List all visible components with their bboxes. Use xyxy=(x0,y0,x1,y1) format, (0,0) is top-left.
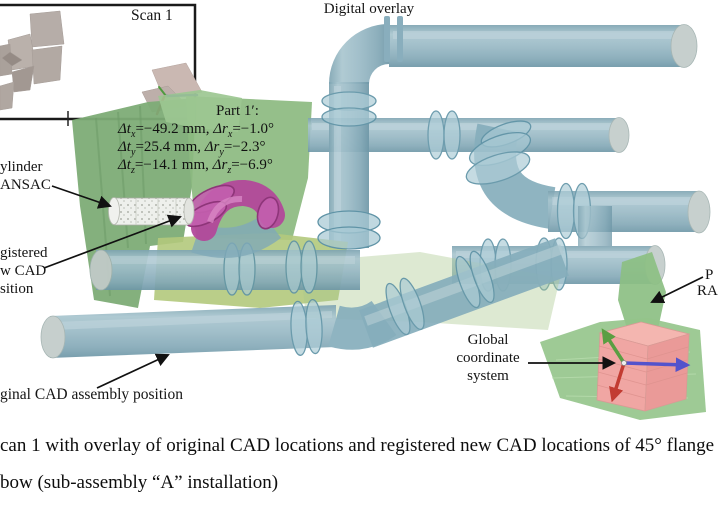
global-coordinate-cube xyxy=(596,321,691,412)
axis-x-arrow xyxy=(622,357,691,373)
registered-cad-label: gistered w CAD sition xyxy=(0,245,48,297)
scan1-inset-box xyxy=(0,3,203,126)
part1-title: Part 1′: xyxy=(216,103,259,119)
pipe-junction-elbow xyxy=(465,120,556,229)
pipe-top xyxy=(329,16,698,84)
caption-line-1: can 1 with overlay of original CAD locat… xyxy=(0,435,715,456)
caption-line-2: bow (sub-assembly “A” installation) xyxy=(0,472,279,493)
cylinder-ransac-label: ylinder ANSAC xyxy=(0,159,51,193)
axis-origin-dot xyxy=(621,360,627,366)
arrow-registered-cad xyxy=(43,214,182,269)
flange-vertical-bottom xyxy=(317,210,381,250)
arrow-plane-ransac xyxy=(650,276,704,304)
flange-bolts xyxy=(384,16,390,62)
inset-title: Scan 1 xyxy=(131,7,173,24)
pipe-diagonal xyxy=(359,238,569,348)
digital-overlay-label: Digital overlay xyxy=(323,1,415,17)
axis-y-arrow xyxy=(601,328,626,365)
part1-line-x: Δtx=−49.2 mm, Δrx=−1.0° xyxy=(118,121,274,140)
axis-z-arrow xyxy=(609,361,626,403)
part1-line-z: Δtz=−14.1 mm, Δrz=−6.9° xyxy=(118,157,273,176)
part1-line-y: Δty=25.4 mm, Δry=−2.3° xyxy=(118,139,266,158)
pipe-right-middle xyxy=(548,182,711,240)
registered-elbow-magenta xyxy=(184,180,285,258)
original-cad-label: ginal CAD assembly position xyxy=(0,386,183,403)
scan1-gray-pointcloud xyxy=(0,10,65,111)
arrow-original-cad xyxy=(96,353,170,389)
global-coords-label: Global coordinate system xyxy=(456,332,520,384)
green-patch-inset-corner xyxy=(158,90,242,132)
annotation-arrows xyxy=(43,185,704,389)
cube-axes xyxy=(601,328,691,403)
pipe-bottom-left xyxy=(40,298,397,359)
arrow-cylinder-ransac xyxy=(51,185,112,209)
plane-ransac-label: P RA xyxy=(697,267,718,299)
ransac-cylinder xyxy=(108,197,195,226)
